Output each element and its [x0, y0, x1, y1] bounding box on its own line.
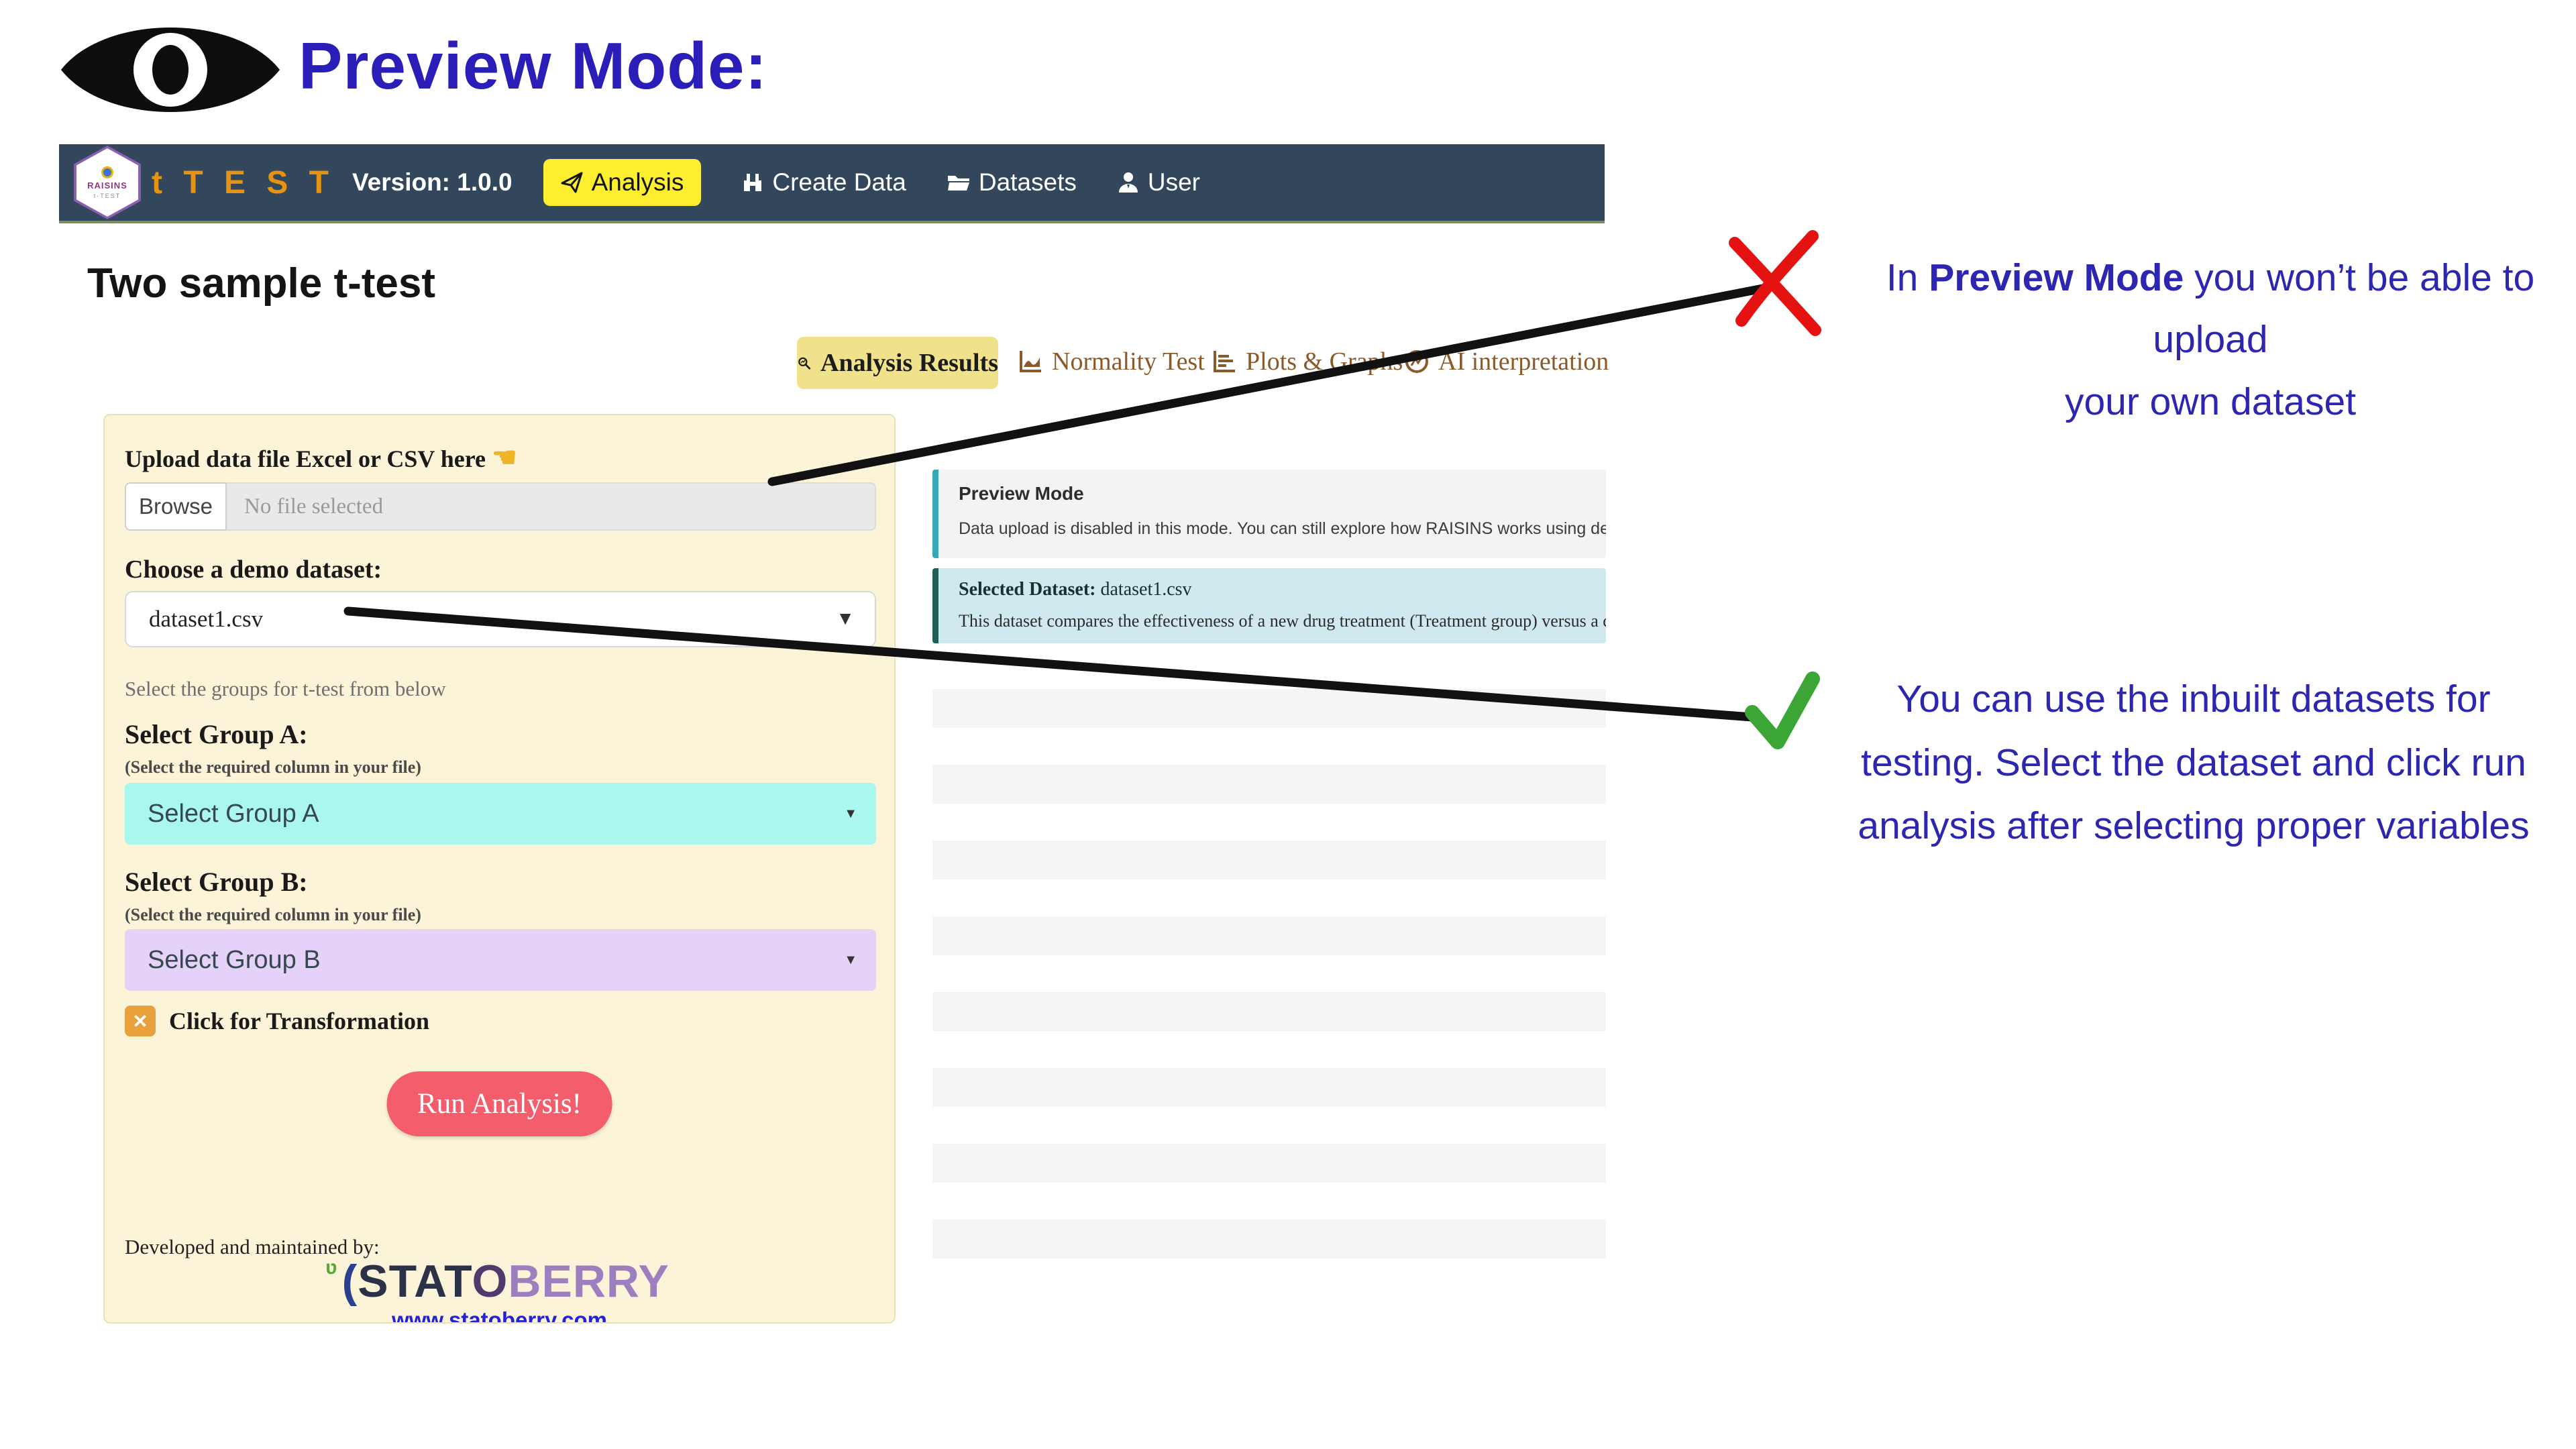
annotation-inbuilt-datasets: You can use the inbuilt datasets for tes… [1858, 678, 2530, 848]
group-b-note: (Select the required column in your file… [125, 905, 421, 924]
input-panel: Upload data file Excel or CSV here ☚ Bro… [103, 414, 896, 1324]
app-navbar: RAISINS t-TEST t T E S T Version: 1.0.0 … [59, 144, 1605, 223]
tab-normality-test[interactable]: Normality Test [1018, 347, 1205, 376]
paper-plane-icon [561, 172, 583, 193]
preview-mode-infobox: Preview Mode Data upload is disabled in … [932, 470, 1606, 558]
page-title: Two sample t-test [87, 260, 436, 307]
developed-by-label: Developed and maintained by: [125, 1235, 380, 1258]
group-a-value: Select Group A [148, 799, 319, 828]
nav-item-datasets[interactable]: Datasets [947, 168, 1077, 197]
analysis-results-icon [798, 357, 811, 370]
group-b-value: Select Group B [148, 945, 321, 974]
sprout-icon: ʋ [325, 1256, 338, 1279]
nav-label: User [1147, 168, 1200, 196]
pointing-hand-icon: ☚ [492, 443, 517, 474]
groups-note: Select the groups for t-test from below [125, 677, 446, 700]
browse-button[interactable]: Browse [125, 482, 227, 531]
annotation-line-datasets [343, 606, 1766, 722]
chevron-down-icon: ▼ [844, 952, 857, 967]
version-label: Version: 1.0.0 [352, 168, 513, 196]
chevron-down-icon: ▼ [836, 608, 855, 629]
file-input[interactable]: No file selected [227, 482, 876, 531]
file-upload-control: Browse No file selected [125, 482, 876, 531]
run-analysis-button[interactable]: Run Analysis! [386, 1071, 612, 1136]
chart-bars-icon [1214, 351, 1235, 372]
statoberry-logo: ʋ(STATOBERRY [325, 1256, 669, 1307]
selected-dataset-line: Selected Dataset: dataset1.csv [959, 579, 1192, 600]
folder-icon [947, 176, 969, 191]
nav-label: Datasets [978, 168, 1077, 196]
annotation-line-upload [767, 283, 1771, 486]
group-b-select[interactable]: Select Group B ▼ [125, 929, 876, 991]
nav-label: Analysis [591, 168, 684, 196]
statoberry-link[interactable]: www.statoberry.com [392, 1307, 607, 1324]
eye-icon [61, 28, 280, 112]
transformation-label: Click for Transformation [169, 1008, 429, 1034]
selected-dataset-label: Selected Dataset: [959, 579, 1096, 600]
group-b-label: Select Group B: [125, 867, 308, 897]
logo-subtext: t-TEST [93, 192, 121, 199]
chevron-down-icon: ▼ [844, 806, 857, 821]
tab-analysis-results[interactable]: Analysis Results [797, 337, 998, 389]
chart-area-icon [1020, 351, 1041, 372]
table-row [932, 841, 1606, 879]
logo-text: RAISINS [87, 180, 127, 191]
selected-dataset-value: dataset1.csv [1095, 579, 1192, 600]
nav-label: Create Data [772, 168, 906, 196]
annotation-no-upload: In Preview Mode you won’t be able to upl… [1886, 256, 2535, 423]
demo-dataset-value: dataset1.csv [149, 606, 264, 632]
nav-item-user[interactable]: User [1117, 168, 1200, 197]
table-row [932, 1220, 1606, 1258]
table-row [932, 765, 1606, 804]
infobox-title: Preview Mode [959, 483, 1084, 504]
logo-flower-icon [101, 166, 113, 178]
group-a-note: (Select the required column in your file… [125, 757, 421, 777]
table-row [932, 916, 1606, 955]
infobox-body: Data upload is disabled in this mode. Yo… [959, 519, 1606, 538]
upload-label: Upload data file Excel or CSV here ☚ [125, 443, 517, 474]
tab-label: Normality Test [1052, 347, 1205, 376]
red-cross-icon [1729, 230, 1821, 336]
transformation-toggle[interactable]: ✕ Click for Transformation [125, 1006, 429, 1036]
nav-item-create-data[interactable]: Create Data [741, 168, 906, 197]
tab-ai-interpretation[interactable]: AI interpretation [1405, 347, 1609, 376]
brand-title: t T E S T [152, 164, 335, 201]
preview-mode-heading: Preview Mode: [299, 29, 768, 103]
group-a-label: Select Group A: [125, 719, 308, 749]
green-check-icon [1745, 672, 1820, 749]
app-window: RAISINS t-TEST t T E S T Version: 1.0.0 … [59, 144, 1609, 1332]
demo-dataset-label: Choose a demo dataset: [125, 555, 382, 584]
binoculars-icon [744, 174, 762, 191]
table-row [932, 992, 1606, 1031]
tab-label: AI interpretation [1438, 347, 1609, 376]
selected-dataset-infobox: Selected Dataset: dataset1.csv This data… [932, 568, 1606, 643]
nav-item-analysis[interactable]: Analysis [543, 159, 702, 206]
close-square-icon: ✕ [125, 1006, 156, 1036]
user-icon [1118, 172, 1138, 193]
table-row [932, 1068, 1606, 1107]
table-row [932, 1144, 1606, 1183]
dataset-description: This dataset compares the effectiveness … [959, 611, 1606, 631]
tab-label: Analysis Results [820, 349, 998, 377]
group-a-select[interactable]: Select Group A ▼ [125, 783, 876, 845]
